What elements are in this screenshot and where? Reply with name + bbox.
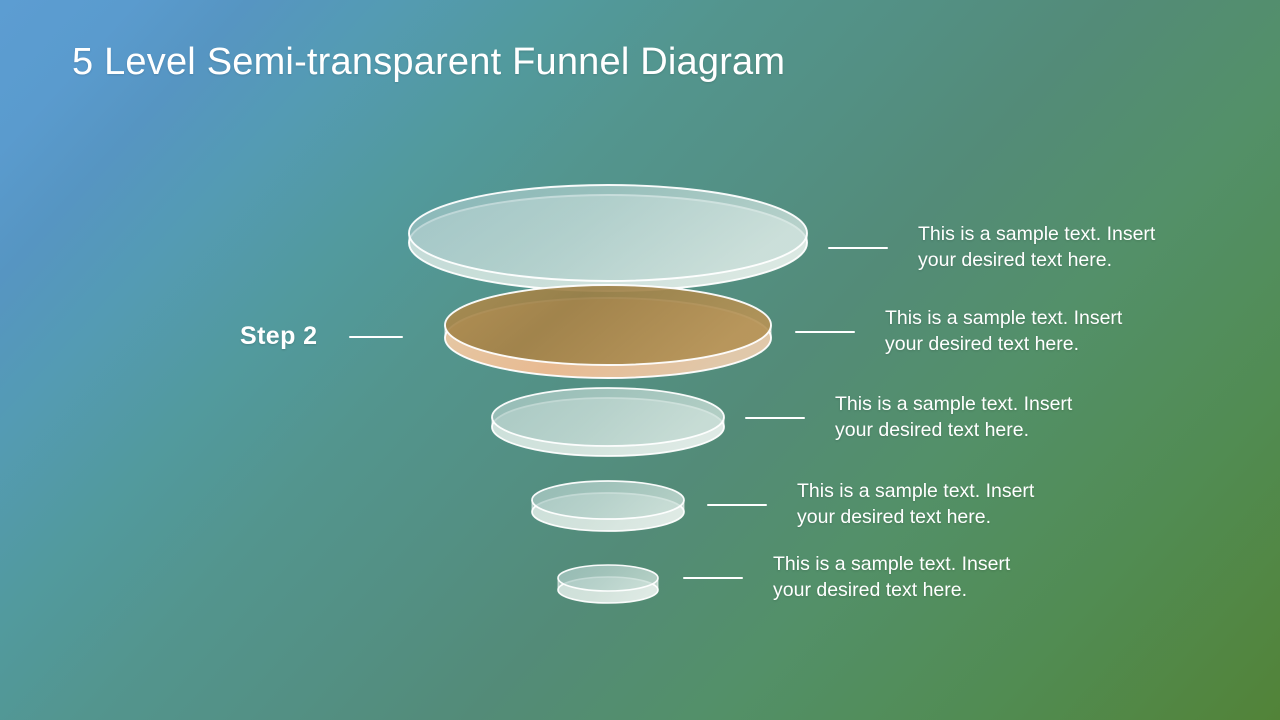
callout-2-leader-line: [795, 330, 855, 333]
callout-2[interactable]: This is a sample text. Insert your desir…: [795, 306, 1122, 357]
callout-1-leader-line: [828, 246, 888, 249]
callout-1-text: This is a sample text. Insert your desir…: [918, 223, 1156, 271]
callout-5-leader-line: [683, 576, 743, 579]
callout-4[interactable]: This is a sample text. Insert your desir…: [707, 479, 1034, 530]
callout-2-text: This is a sample text. Insert your desir…: [885, 307, 1123, 355]
callout-4-leader-line: [707, 503, 767, 506]
callout-4-text: This is a sample text. Insert your desir…: [797, 480, 1035, 528]
step-label-group[interactable]: Step 2: [240, 322, 404, 351]
callout-1[interactable]: This is a sample text. Insert your desir…: [828, 222, 1155, 273]
funnel-level-1[interactable]: [408, 184, 808, 292]
step-leader-line: [349, 335, 404, 338]
page-title: 5 Level Semi-transparent Funnel Diagram: [72, 41, 786, 83]
funnel-level-3[interactable]: [491, 387, 725, 457]
callout-5[interactable]: This is a sample text. Insert your desir…: [683, 552, 1010, 603]
funnel-level-4[interactable]: [531, 480, 685, 532]
callout-3[interactable]: This is a sample text. Insert your desir…: [745, 392, 1072, 443]
callout-3-leader-line: [745, 416, 805, 419]
funnel-level-5[interactable]: [557, 564, 659, 604]
callout-3-text: This is a sample text. Insert your desir…: [835, 393, 1073, 441]
funnel-level-2[interactable]: [444, 284, 772, 379]
callout-5-text: This is a sample text. Insert your desir…: [773, 553, 1011, 601]
step-label-text: Step 2: [240, 322, 318, 350]
